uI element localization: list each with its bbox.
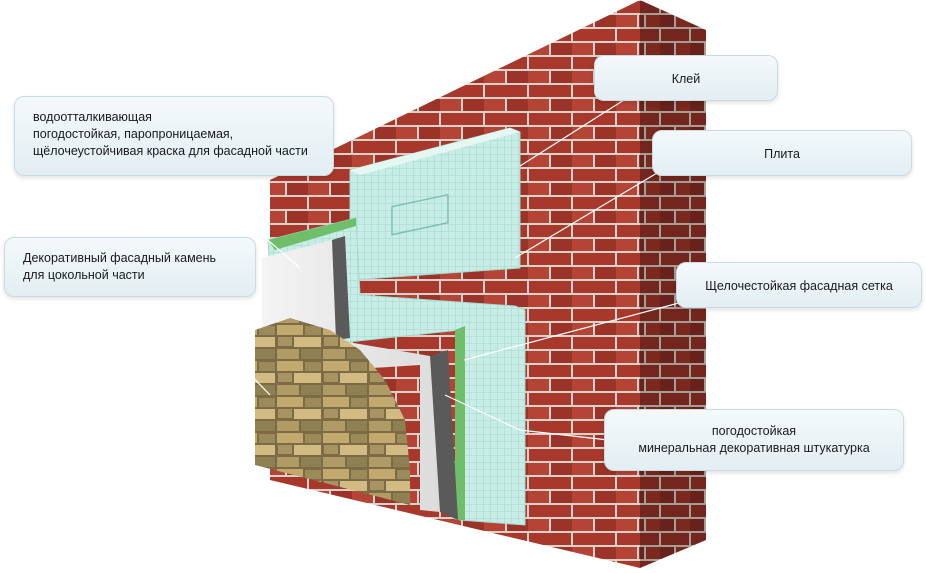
callout-plaster: погодостойкая минеральная декоративная ш…	[604, 409, 904, 471]
callout-board: Плита	[652, 130, 912, 176]
callout-plaster-line-1: погодостойкая	[711, 424, 797, 438]
callout-adhesive: Клей	[594, 55, 778, 101]
callout-mesh: Щелочестойкая фасадная сетка	[676, 262, 922, 308]
callout-plaster-line-2: минеральная декоративная штукатурка	[638, 441, 870, 455]
callout-stone: Декоративный фасадный камень для цокольн…	[4, 237, 256, 297]
plaster-layer	[262, 240, 440, 512]
callout-mesh-text: Щелочестойкая фасадная сетка	[705, 279, 893, 293]
callout-board-text: Плита	[764, 147, 800, 161]
callout-stone-line-1: Декоративный фасадный камень	[23, 251, 217, 265]
adhesive-layer	[268, 218, 356, 250]
callout-paint: водоотталкивающая погодостойкая, паропро…	[14, 96, 334, 176]
callout-stone-line-2: для цокольной части	[23, 268, 145, 282]
callout-adhesive-text: Клей	[671, 72, 701, 86]
leader-lines	[175, 99, 691, 441]
decorative-stone	[255, 318, 410, 505]
callout-paint-line-1: водоотталкивающая	[33, 110, 152, 124]
callout-paint-line-2: погодостойкая, паропроницаемая,	[33, 127, 234, 141]
callout-paint-line-3: щёлочеустойчивая краска для фасадной час…	[33, 144, 308, 158]
